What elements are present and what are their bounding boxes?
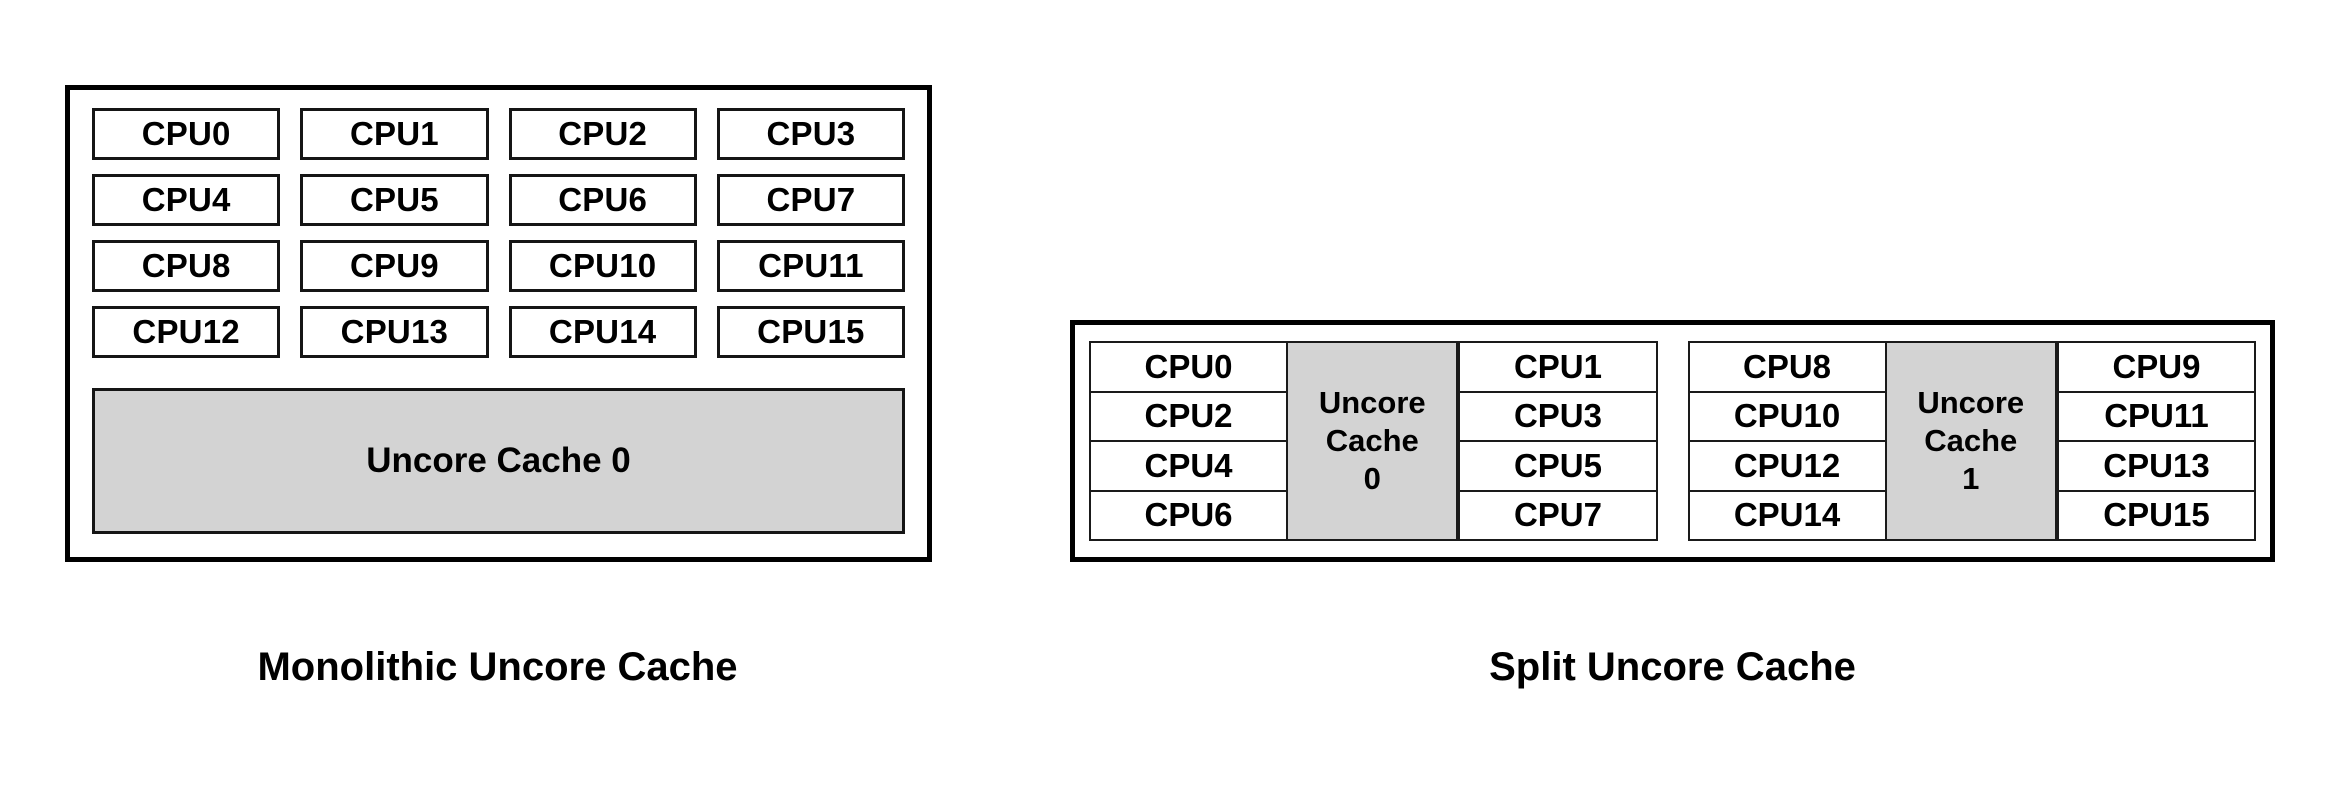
cpu-box: CPU0 (92, 108, 281, 160)
uncore-cache-line-1: Uncore (1318, 385, 1426, 421)
cpu-box: CPU6 (1089, 489, 1289, 541)
cpu-column-right: CPU9 CPU11 CPU13 CPU15 (2056, 341, 2257, 541)
cpu-box: CPU14 (1687, 489, 1887, 541)
cpu-box: CPU10 (1687, 390, 1887, 442)
cpu-box: CPU9 (300, 240, 489, 292)
uncore-cache-line-1: Uncore (1917, 385, 2025, 421)
cpu-box: CPU13 (300, 306, 489, 358)
cpu-row: CPU0 CPU1 CPU2 CPU3 (92, 108, 905, 160)
cpu-box: CPU1 (1458, 341, 1658, 393)
cpu-box: CPU8 (1687, 341, 1887, 393)
uncore-cache-line-3: 1 (1962, 460, 1980, 496)
cpu-box: CPU0 (1089, 341, 1289, 393)
cpu-column-right: CPU1 CPU3 CPU5 CPU7 (1458, 341, 1658, 541)
cpu-box: CPU1 (300, 108, 489, 160)
cpu-box: CPU9 (2056, 341, 2257, 393)
cpu-box: CPU2 (508, 108, 697, 160)
split-group-0: CPU0 CPU2 CPU4 CPU6 Uncore Cache 0 CPU1 … (1089, 341, 1658, 541)
split-diagram: CPU0 CPU2 CPU4 CPU6 Uncore Cache 0 CPU1 … (1070, 320, 2275, 562)
cpu-column-left: CPU0 CPU2 CPU4 CPU6 (1089, 341, 1289, 541)
cpu-row: CPU12 CPU13 CPU14 CPU15 (92, 306, 905, 358)
monolithic-diagram: CPU0 CPU1 CPU2 CPU3 CPU4 CPU5 CPU6 CPU7 … (65, 85, 932, 562)
monolithic-caption: Monolithic Uncore Cache (257, 645, 738, 689)
cpu-box: CPU5 (300, 174, 489, 226)
cpu-box: CPU2 (1089, 390, 1289, 442)
monolithic-cpu-grid: CPU0 CPU1 CPU2 CPU3 CPU4 CPU5 CPU6 CPU7 … (92, 108, 905, 358)
cpu-box: CPU14 (508, 306, 697, 358)
cpu-box: CPU11 (716, 240, 905, 292)
cpu-box: CPU7 (716, 174, 905, 226)
split-caption: Split Uncore Cache (1489, 645, 1856, 689)
cpu-box: CPU15 (2056, 489, 2257, 541)
cpu-row: CPU4 CPU5 CPU6 CPU7 (92, 174, 905, 226)
split-group-1: CPU8 CPU10 CPU12 CPU14 Uncore Cache 1 CP… (1687, 341, 2257, 541)
cpu-column-left: CPU8 CPU10 CPU12 CPU14 (1687, 341, 1887, 541)
cpu-box: CPU8 (92, 240, 281, 292)
uncore-cache-block: Uncore Cache 0 (1286, 341, 1459, 541)
uncore-cache-line-2: Cache (1325, 423, 1419, 459)
uncore-cache-line-3: 0 (1363, 460, 1381, 496)
cpu-box: CPU4 (1089, 440, 1289, 492)
cpu-box: CPU3 (716, 108, 905, 160)
cpu-box: CPU7 (1458, 489, 1658, 541)
cpu-box: CPU12 (1687, 440, 1887, 492)
cpu-box: CPU4 (92, 174, 281, 226)
uncore-cache-line-2: Cache (1924, 423, 2018, 459)
uncore-cache-block: Uncore Cache 1 (1884, 341, 2057, 541)
cpu-box: CPU13 (2056, 440, 2257, 492)
cpu-row: CPU8 CPU9 CPU10 CPU11 (92, 240, 905, 292)
cpu-box: CPU10 (508, 240, 697, 292)
cpu-box: CPU3 (1458, 390, 1658, 442)
cpu-box: CPU12 (92, 306, 281, 358)
cpu-box: CPU6 (508, 174, 697, 226)
cpu-box: CPU15 (716, 306, 905, 358)
cpu-box: CPU5 (1458, 440, 1658, 492)
uncore-cache-block: Uncore Cache 0 (92, 388, 905, 534)
cpu-box: CPU11 (2056, 390, 2257, 442)
